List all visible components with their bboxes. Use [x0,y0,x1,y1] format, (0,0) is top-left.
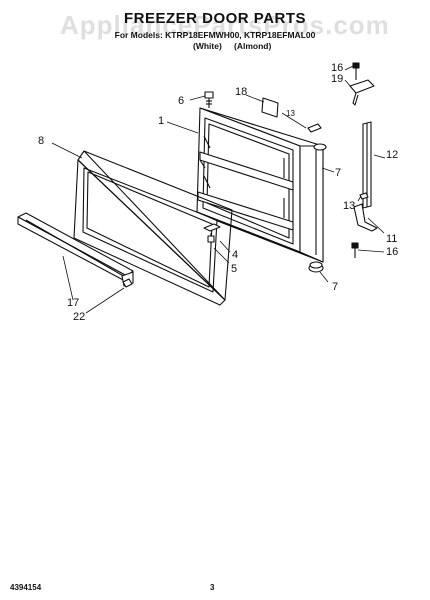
model-list: For Models: KTRP18EFMWH00, KTRP18EFMAL00 [114,30,316,40]
callout-11: 11 [386,233,398,245]
document-number: 4394154 [10,583,42,592]
callout-22: 22 [73,311,86,323]
bushing-upper [313,143,327,151]
color-almond: (Almond) [234,41,272,51]
trim-end-cap [122,278,133,288]
bottom-hinge [353,192,378,232]
callout-12: 12 [386,149,399,161]
callout-8: 8 [38,135,45,147]
callout-16-upper: 16 [331,62,344,74]
hinge-pin-upper [307,123,322,133]
callout-7-lower: 7 [332,281,339,293]
door-handle [362,121,372,209]
callout-7-upper: 7 [335,167,342,179]
plug-18 [261,97,279,118]
screw-6 [204,91,214,108]
leader-lines [51,65,386,314]
door-panel [196,107,324,263]
page-title: FREEZER DOOR PARTS [123,10,307,27]
top-hinge [349,62,375,106]
callout-19: 19 [331,73,344,85]
callout-13-upper: 13 [286,109,295,118]
callout-6: 6 [178,95,185,107]
callout-1: 1 [158,115,165,127]
callout-5: 5 [231,263,238,275]
bushing-lower [308,261,324,273]
trim-strip [17,212,134,287]
color-white: (White) [193,41,222,51]
callout-18: 18 [235,86,248,98]
door-gasket [73,150,233,306]
callout-16-lower: 16 [386,246,399,258]
screw-16-lower [351,242,359,258]
callout-17: 17 [67,297,80,309]
callout-13-lower: 13 [343,200,356,212]
page-number: 3 [210,583,215,592]
door-stop [203,223,221,244]
callout-4: 4 [232,249,239,261]
watermark: AppliancePartsPros.com [60,10,390,40]
